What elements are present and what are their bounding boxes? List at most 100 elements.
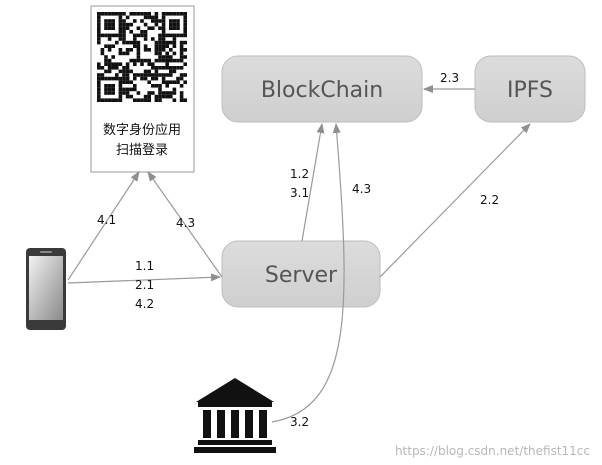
qr-module [158,94,162,99]
qr-module [104,84,108,88]
qr-module [183,26,187,30]
qr-module [140,19,144,23]
qr-module [104,19,108,23]
label-phone-to-app: 4.1 [97,213,116,227]
qr-module [154,73,159,77]
qr-module [169,94,173,99]
qr-module [122,80,126,84]
qr-module [176,12,180,16]
qr-module [183,48,187,52]
qr-module [118,98,123,102]
qr-module [104,12,108,16]
qr-module [107,62,112,66]
qr-module [183,22,187,27]
qr-module [122,40,126,45]
qr-module [122,91,126,95]
qr-module [158,91,162,95]
qr-module [97,87,101,92]
qr-module [143,58,148,63]
qr-module [115,98,119,102]
ipfs-label: IPFS [507,78,553,103]
qr-module [129,80,133,84]
qr-module [125,51,130,56]
qr-module [158,37,162,41]
qr-module [129,40,133,45]
qr-module [140,12,144,16]
qr-module [140,30,144,34]
qr-module [97,76,101,81]
qr-module [129,94,133,99]
qr-module [154,48,159,52]
qr-module [154,22,159,27]
qr-module [161,48,166,52]
qr-module [161,44,166,48]
qr-module [172,44,177,48]
qr-module [158,98,162,102]
qr-module [165,84,169,88]
app-label-line2: 扫描登录 [116,143,168,158]
qr-module [172,37,177,41]
qr-module [129,87,133,92]
qr-module [169,91,173,95]
qr-module [133,62,137,66]
qr-module [158,33,162,38]
qr-module [151,66,155,70]
qr-module [133,33,137,38]
qr-module [161,26,166,30]
qr-module [97,40,101,45]
qr-module [111,33,115,38]
qr-module [104,33,108,38]
qr-module [176,19,180,23]
qr-module [136,91,141,95]
qr-module [107,66,112,70]
qr-module [133,84,137,88]
qr-module [143,94,148,99]
qr-module [183,73,187,77]
qr-module [100,98,105,102]
qr-module [104,44,108,48]
app-label-line1: 数字身份应用 [103,122,181,138]
qr-module [118,69,123,74]
qr-module [165,40,169,45]
qr-module [172,58,177,63]
label-bank-to-server: 3.2 [290,415,309,429]
qr-module [118,48,123,52]
qr-module [107,87,112,92]
qr-module [169,12,173,16]
qr-module [147,91,151,95]
qr-module [154,98,159,102]
qr-module [151,26,155,30]
qr-module [122,19,126,23]
qr-module [118,15,123,20]
qr-module [147,94,151,99]
qr-module [118,22,123,27]
qr-module [176,26,180,30]
qr-module [97,73,101,77]
qr-module [165,91,169,95]
qr-module [161,37,166,41]
qr-module [97,22,101,27]
qr-module [136,73,141,77]
qr-module [154,51,159,56]
qr-module [169,48,173,52]
qr-module [97,19,101,23]
qr-module [147,12,151,16]
qr-module [183,62,187,66]
qr-module [136,98,141,102]
qr-module [115,33,119,38]
qr-module [100,12,105,16]
qr-module [143,12,148,16]
qr-module [111,87,115,92]
qr-module [165,51,169,56]
qr-module [176,33,180,38]
qr-module [169,33,173,38]
qr-module [107,91,112,95]
qr-module [161,12,166,16]
qr-module [179,33,184,38]
qr-module [158,40,162,45]
qr-module [104,69,108,74]
qr-module [118,84,123,88]
qr-module [118,37,123,41]
qr-module [179,58,184,63]
qr-module [104,22,108,27]
